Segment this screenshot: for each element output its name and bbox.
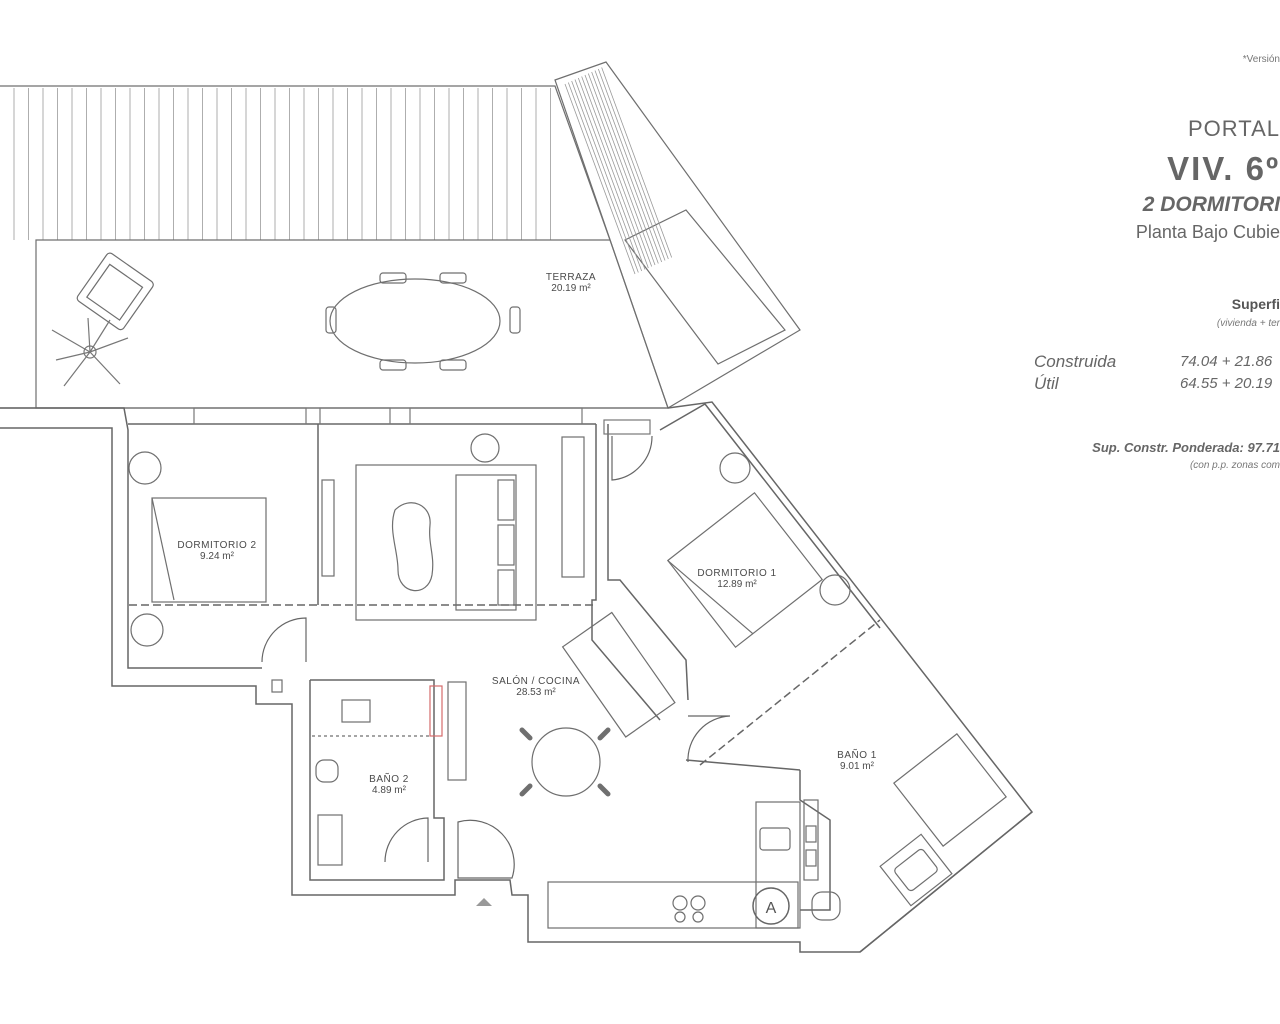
shelf bbox=[561, 436, 585, 578]
room-name: BAÑO 1 bbox=[837, 750, 877, 761]
windows bbox=[193, 407, 651, 435]
room-area: 4.89 m² bbox=[372, 785, 406, 796]
east-deck bbox=[554, 61, 801, 409]
armchair-icon bbox=[76, 252, 154, 331]
deck-slat bbox=[594, 70, 666, 261]
room-dormitorio-2: DORMITORIO 2 9.24 m² bbox=[172, 540, 262, 562]
hatched-duct bbox=[429, 685, 443, 737]
entrance-arrow-icon bbox=[476, 898, 492, 906]
surface-row-label: Útil bbox=[1034, 374, 1059, 393]
vivienda-title: VIV. 6º bbox=[1167, 150, 1280, 187]
table-icon bbox=[325, 272, 521, 371]
cooktop-icon bbox=[672, 895, 706, 923]
bedrooms-title: 2 DORMITORI bbox=[1142, 193, 1280, 216]
sofa-icon bbox=[355, 464, 537, 621]
doors bbox=[261, 435, 731, 879]
room-bano-1: BAÑO 1 9.01 m² bbox=[826, 750, 888, 772]
deck-slat bbox=[577, 77, 649, 269]
deck-slat bbox=[564, 83, 636, 275]
weighted-surface: Sup. Constr. Ponderada: 97.71 bbox=[1092, 440, 1280, 455]
portal-title: PORTAL bbox=[1188, 116, 1280, 141]
room-bano-2: BAÑO 2 4.89 m² bbox=[358, 774, 420, 796]
surface-row-label: Construida bbox=[1034, 352, 1117, 371]
deck-slat bbox=[584, 74, 656, 266]
surfaces-subtitle: (vivienda + ter bbox=[1216, 318, 1280, 329]
room-salon-cocina: SALÓN / COCINA 28.53 m² bbox=[484, 676, 588, 698]
deck-slat bbox=[601, 67, 673, 258]
sink-icon bbox=[879, 833, 953, 907]
plant-icon bbox=[51, 317, 129, 387]
deck-slat bbox=[591, 71, 663, 263]
room-area: 12.89 m² bbox=[717, 579, 757, 590]
room-name: BAÑO 2 bbox=[369, 774, 409, 785]
room-dormitorio-1: DORMITORIO 1 12.89 m² bbox=[692, 568, 782, 590]
room-area: 9.24 m² bbox=[200, 551, 234, 562]
room-area: 28.53 m² bbox=[516, 687, 556, 698]
tv-unit bbox=[321, 479, 335, 577]
deck-slat bbox=[597, 68, 669, 260]
room-terraza: TERRAZA 20.19 m² bbox=[540, 272, 602, 294]
deck-slat bbox=[567, 82, 639, 273]
surface-row-value: 64.55 + 20.19 bbox=[1180, 375, 1273, 392]
entrance-letter: A bbox=[766, 900, 777, 917]
terrace-area bbox=[35, 239, 669, 409]
terrace-deck bbox=[0, 85, 668, 409]
wardrobe bbox=[561, 611, 676, 738]
weighted-surface-note: (con p.p. zonas com bbox=[1189, 460, 1280, 471]
dining-table bbox=[519, 727, 611, 797]
surfaces-title: Superfi bbox=[1231, 296, 1280, 312]
deck-slat bbox=[581, 76, 653, 267]
surface-row-value: 74.04 + 21.86 bbox=[1180, 353, 1273, 370]
version-note: *Versión bbox=[1242, 54, 1280, 65]
room-name: SALÓN / COCINA bbox=[491, 676, 581, 687]
room-name: DORMITORIO 2 bbox=[177, 540, 257, 551]
deck-slat bbox=[587, 73, 659, 264]
room-name: DORMITORIO 1 bbox=[697, 568, 777, 579]
kitchen-counter bbox=[447, 681, 801, 929]
floor-level: Planta Bajo Cubie bbox=[1135, 222, 1280, 242]
oven-icon bbox=[803, 799, 819, 881]
sink-icon bbox=[317, 814, 343, 866]
room-area: 9.01 m² bbox=[840, 761, 874, 772]
toilet-icon bbox=[811, 891, 841, 921]
room-name: TERRAZA bbox=[545, 272, 597, 283]
shower-icon bbox=[893, 733, 1007, 847]
bed-icon bbox=[151, 497, 267, 603]
toilet-icon bbox=[315, 759, 339, 783]
room-area: 20.19 m² bbox=[551, 283, 591, 294]
deck-slat bbox=[571, 80, 643, 272]
entrance-marker: A bbox=[752, 887, 790, 925]
deck-slat bbox=[574, 79, 646, 270]
bed-icon bbox=[666, 491, 824, 649]
